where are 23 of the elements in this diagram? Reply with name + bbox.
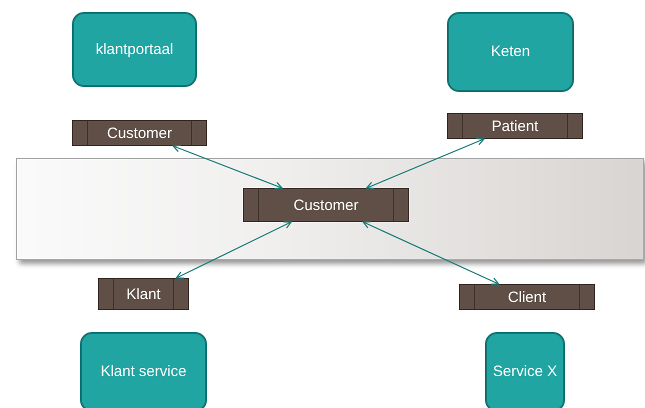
service-bus-band <box>16 158 644 260</box>
application-box <box>80 332 207 408</box>
arrow <box>362 221 500 285</box>
application-box <box>72 12 197 87</box>
node-label: Klant <box>126 286 161 302</box>
message-box <box>243 188 409 222</box>
node-label: Klant service <box>100 362 186 382</box>
application-box <box>485 332 565 408</box>
message-box <box>98 278 189 310</box>
node-label: Patient <box>492 118 538 134</box>
node-label: Service X <box>492 362 558 382</box>
node-label: klantportaal <box>96 40 174 60</box>
node-label: Customer <box>293 196 359 214</box>
node-label: Customer <box>106 124 172 142</box>
node-label: Keten <box>490 42 530 62</box>
message-box <box>459 284 595 310</box>
message-box <box>447 113 583 139</box>
node-label: Client <box>508 288 546 306</box>
message-box <box>72 120 207 146</box>
application-box <box>447 12 574 92</box>
arrow <box>176 221 292 279</box>
arrow <box>366 138 485 190</box>
arrow <box>172 144 283 190</box>
